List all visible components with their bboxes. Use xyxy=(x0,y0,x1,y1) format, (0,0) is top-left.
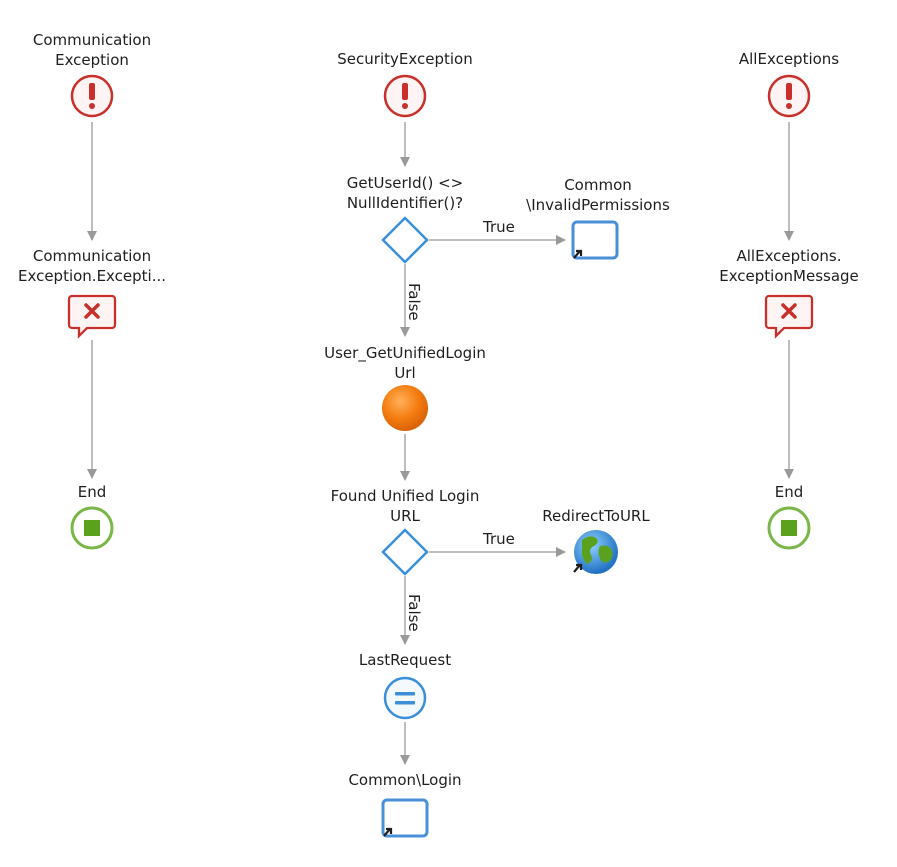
node-label: AllExceptions. ExceptionMessage xyxy=(719,246,859,286)
connectors xyxy=(87,122,794,765)
raise-message-all[interactable] xyxy=(764,294,814,339)
raise-message-communication[interactable] xyxy=(67,294,117,339)
label-line: User_GetUnifiedLogin xyxy=(324,344,486,362)
equals-icon xyxy=(383,676,427,720)
end-node-left[interactable] xyxy=(70,506,114,550)
destination-common-login[interactable] xyxy=(381,798,429,838)
diamond-icon xyxy=(381,528,429,576)
label-line: Common xyxy=(564,176,632,194)
node-label: End xyxy=(774,483,804,501)
node-label: End xyxy=(77,483,107,501)
node-label: Found Unified Login URL xyxy=(331,486,480,526)
label-line: ExceptionMessage xyxy=(719,267,859,285)
label-line: GetUserId() <> xyxy=(346,174,464,192)
server-action-unified-login-url[interactable] xyxy=(382,385,428,431)
diamond-icon xyxy=(381,216,429,264)
node-label: Communication Exception xyxy=(33,30,151,70)
node-label: User_GetUnifiedLogin Url xyxy=(324,343,486,383)
label-line: URL xyxy=(390,507,420,525)
label-line: Exception xyxy=(55,51,129,69)
label-line: Found Unified Login xyxy=(330,487,480,505)
if-node-found-url[interactable] xyxy=(381,528,429,576)
edge-label-false: False xyxy=(405,283,423,321)
server-action-icon xyxy=(382,385,428,431)
label-line: NullIdentifier()? xyxy=(346,194,464,212)
label-line: Url xyxy=(394,364,416,382)
end-node-right[interactable] xyxy=(767,506,811,550)
exception-handler-security[interactable] xyxy=(383,74,427,118)
edge-label-false: False xyxy=(405,594,423,632)
node-label: Common\Login xyxy=(348,771,462,789)
exception-handler-all[interactable] xyxy=(767,74,811,118)
node-label: AllExceptions xyxy=(738,50,840,68)
redirect-to-url[interactable] xyxy=(573,530,618,574)
node-label: GetUserId() <> NullIdentifier()? xyxy=(347,173,463,213)
node-label: Communication Exception.Excepti... xyxy=(18,246,166,286)
edge-label-true: True xyxy=(483,218,515,236)
destination-invalid-permissions[interactable] xyxy=(571,220,619,260)
node-label: Common \InvalidPermissions xyxy=(526,175,670,215)
node-label: RedirectToURL xyxy=(542,507,650,525)
node-label: LastRequest xyxy=(358,651,452,669)
cross-message-icon xyxy=(764,294,814,339)
if-node-userid[interactable] xyxy=(381,216,429,264)
label-line: AllExceptions. xyxy=(736,247,842,265)
label-line: Communication xyxy=(32,31,152,49)
edge-label-true: True xyxy=(483,530,515,548)
cross-message-icon xyxy=(67,294,117,339)
label-line: Exception.Excepti... xyxy=(17,267,167,285)
label-line: \InvalidPermissions xyxy=(526,196,670,214)
screen-link-icon xyxy=(381,798,429,838)
stop-square-icon xyxy=(84,520,100,536)
node-label: SecurityException xyxy=(337,50,473,68)
screen-link-icon xyxy=(571,220,619,260)
stop-square-icon xyxy=(781,520,797,536)
label-line: Communication xyxy=(32,247,152,265)
exception-handler-communication[interactable] xyxy=(70,74,114,118)
assign-last-request[interactable] xyxy=(383,676,427,720)
